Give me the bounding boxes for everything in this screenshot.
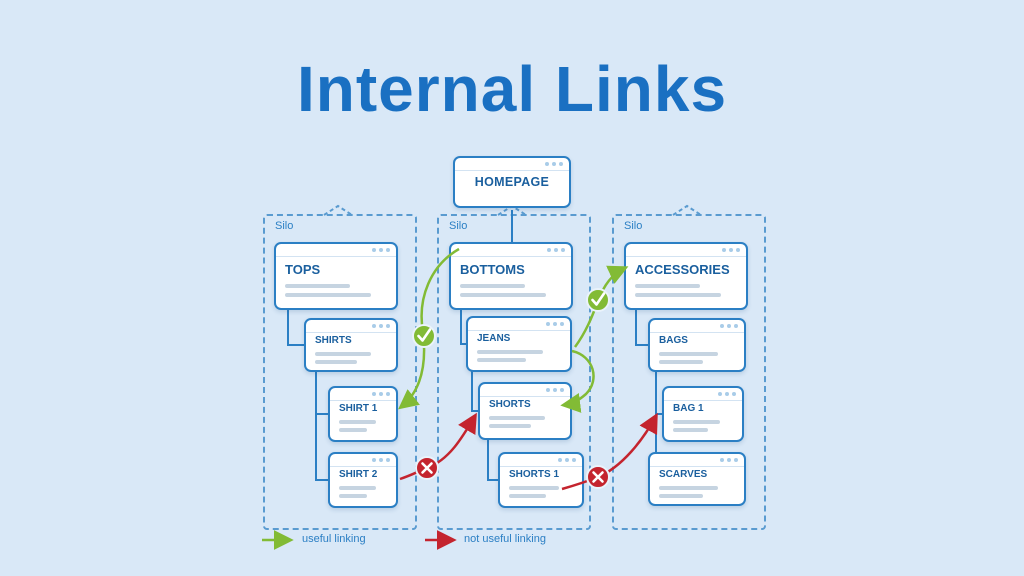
node-homepage: HOMEPAGE [453, 156, 571, 208]
legend-useful-label: useful linking [302, 533, 366, 545]
window-header-divider [330, 400, 396, 401]
node-tops: TOPS [274, 242, 398, 310]
node-label: SHIRT 1 [339, 403, 378, 414]
node-label: SHIRT 2 [339, 469, 378, 480]
placeholder-text-lines [339, 420, 387, 432]
node-label: BAG 1 [673, 403, 704, 414]
window-dots-icon [372, 458, 390, 462]
window-header-divider [650, 332, 744, 333]
placeholder-text-lines [659, 486, 735, 498]
window-dots-icon [546, 322, 564, 326]
node-label: SHIRTS [315, 335, 352, 346]
window-header-divider [664, 400, 742, 401]
window-dots-icon [545, 162, 563, 166]
placeholder-text-lines [635, 284, 737, 297]
cross-icon [415, 456, 439, 480]
silo-1-label: Silo [275, 220, 294, 232]
node-label: SCARVES [659, 469, 708, 480]
node-label: SHORTS 1 [509, 469, 560, 480]
placeholder-text-lines [285, 284, 387, 297]
node-scarves: SCARVES [648, 452, 746, 506]
silo-3-label: Silo [624, 220, 643, 232]
window-header-divider [276, 256, 396, 257]
window-header-divider [455, 170, 569, 171]
node-label: BAGS [659, 335, 688, 346]
node-shirts: SHIRTS [304, 318, 398, 372]
placeholder-text-lines [460, 284, 562, 297]
window-header-divider [650, 466, 744, 467]
node-shirt-1: SHIRT 1 [328, 386, 398, 442]
node-shorts: SHORTS [478, 382, 572, 440]
window-dots-icon [722, 248, 740, 252]
window-header-divider [626, 256, 746, 257]
placeholder-text-lines [477, 350, 561, 362]
window-dots-icon [372, 324, 390, 328]
window-dots-icon [720, 324, 738, 328]
placeholder-text-lines [659, 352, 735, 364]
window-header-divider [500, 466, 582, 467]
node-shirt-2: SHIRT 2 [328, 452, 398, 508]
node-label: SHORTS [489, 399, 531, 410]
legend-not-useful-label: not useful linking [464, 533, 546, 545]
node-label: ACCESSORIES [635, 262, 730, 277]
window-header-divider [306, 332, 396, 333]
node-shorts-1: SHORTS 1 [498, 452, 584, 508]
placeholder-text-lines [509, 486, 573, 498]
node-bag-1: BAG 1 [662, 386, 744, 442]
node-label: JEANS [477, 333, 511, 344]
node-jeans: JEANS [466, 316, 572, 372]
window-dots-icon [546, 388, 564, 392]
window-dots-icon [547, 248, 565, 252]
placeholder-text-lines [315, 352, 387, 364]
silo-2-label: Silo [449, 220, 468, 232]
window-dots-icon [720, 458, 738, 462]
node-label: TOPS [285, 262, 321, 277]
window-dots-icon [372, 248, 390, 252]
placeholder-text-lines [673, 420, 733, 432]
node-bottoms: BOTTOMS [449, 242, 573, 310]
window-header-divider [468, 330, 570, 331]
placeholder-text-lines [489, 416, 561, 428]
node-label: BOTTOMS [460, 262, 525, 277]
node-accessories: ACCESSORIES [624, 242, 748, 310]
placeholder-text-lines [339, 486, 387, 498]
page-title: Internal Links [296, 53, 728, 125]
window-dots-icon [372, 392, 390, 396]
window-header-divider [451, 256, 571, 257]
window-dots-icon [718, 392, 736, 396]
node-homepage-label: HOMEPAGE [474, 175, 550, 189]
window-header-divider [330, 466, 396, 467]
window-dots-icon [558, 458, 576, 462]
node-bags: BAGS [648, 318, 746, 372]
window-header-divider [480, 396, 570, 397]
